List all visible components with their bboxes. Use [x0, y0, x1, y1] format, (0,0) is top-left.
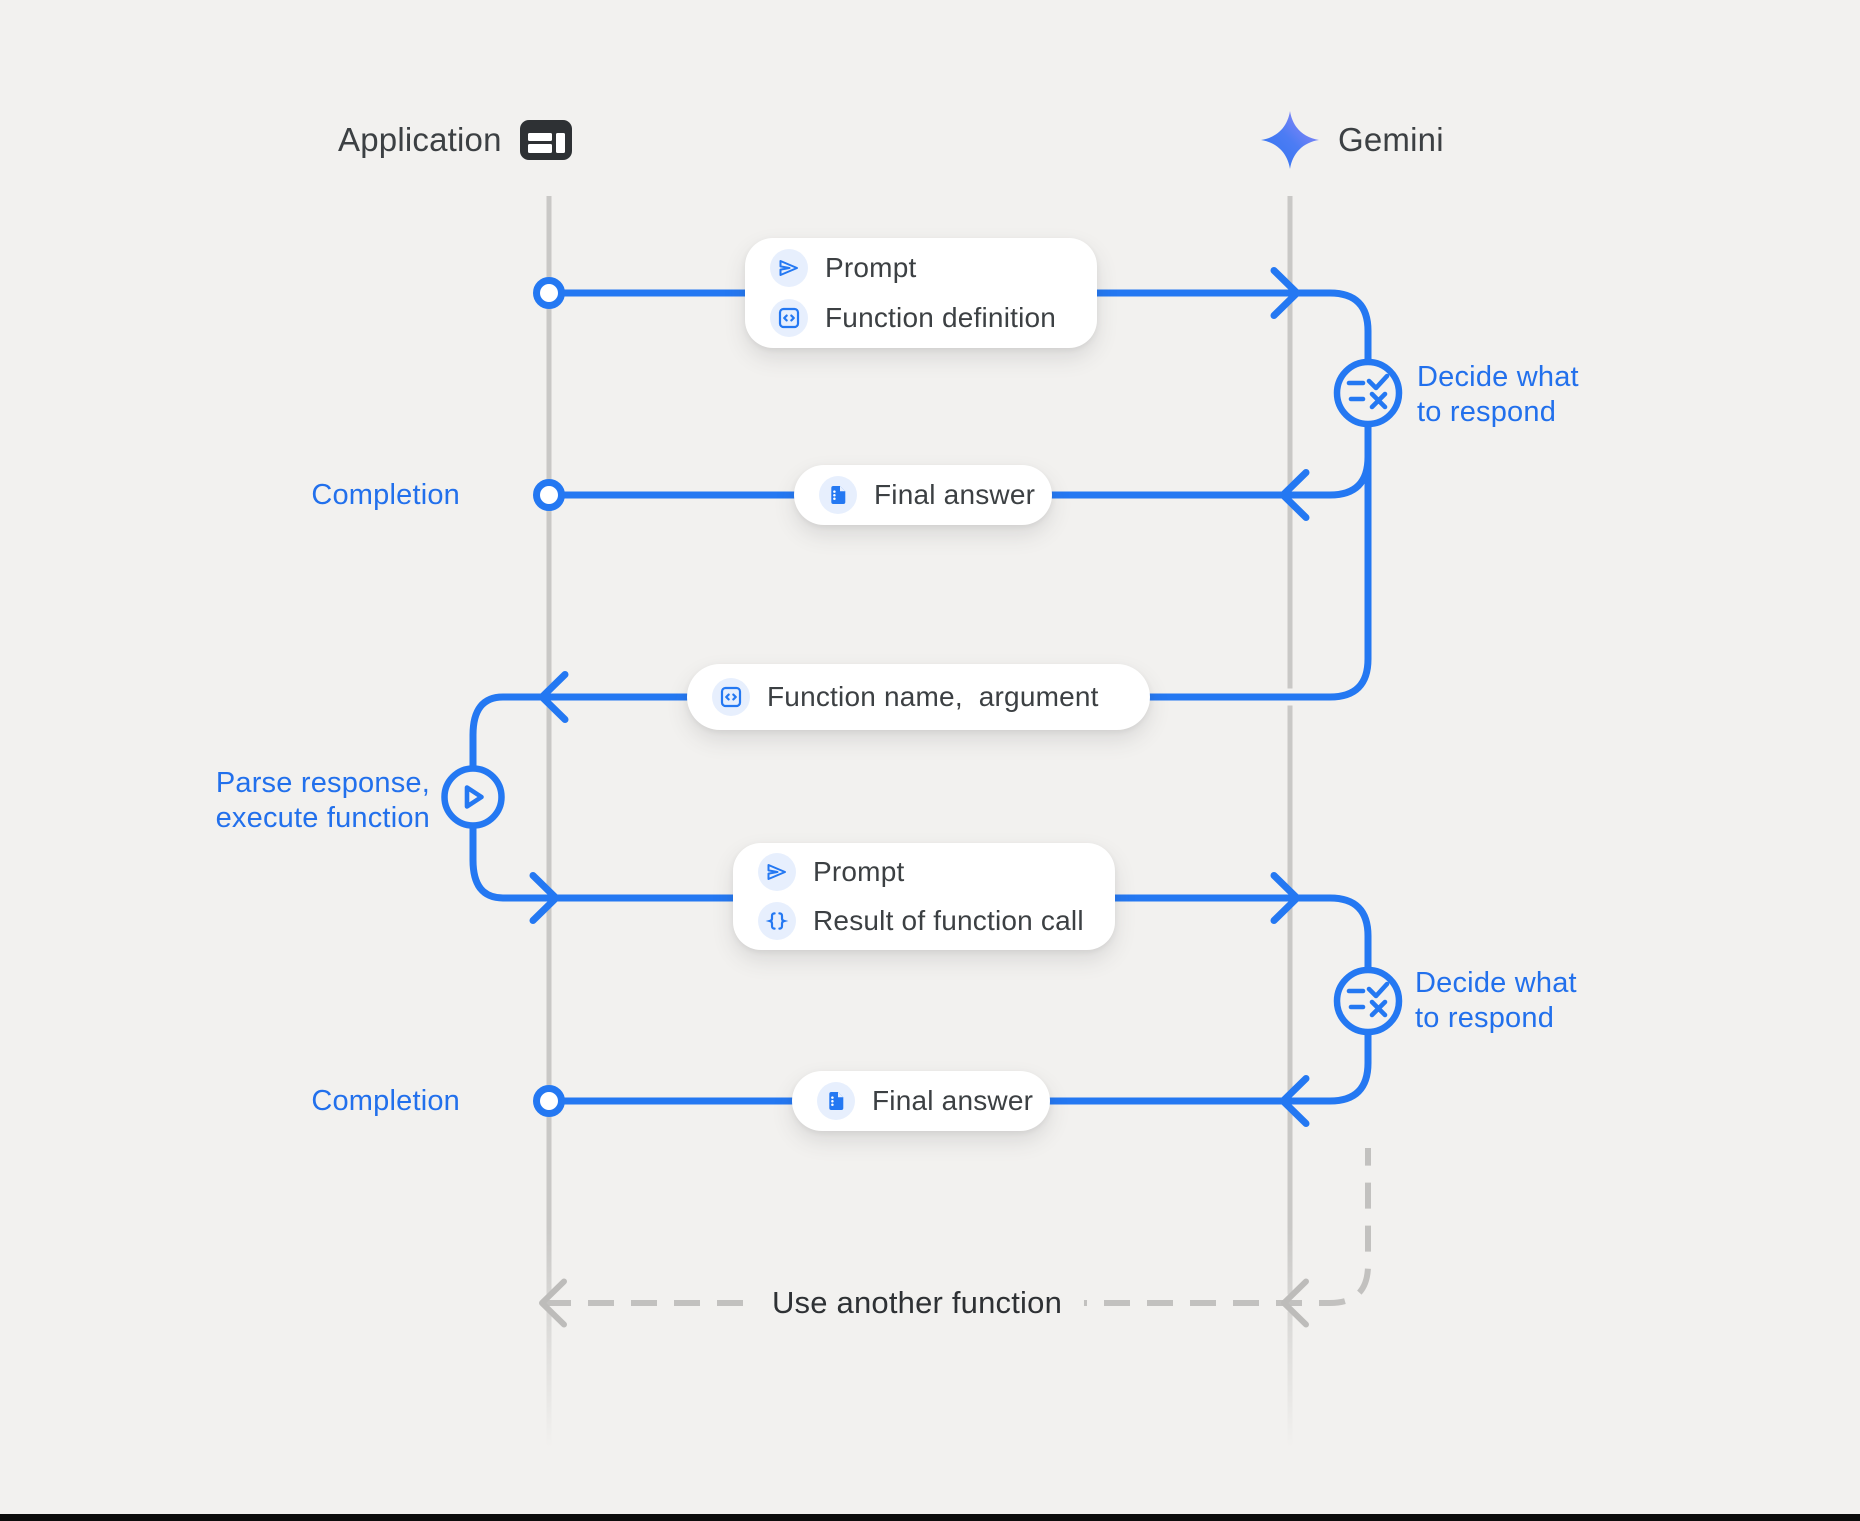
- decide-circle-2: [1333, 966, 1403, 1036]
- parse-label-line2: execute function: [215, 802, 430, 834]
- decide-label-line1: Decide what: [1417, 361, 1579, 393]
- card-row: Final answer: [817, 1082, 1033, 1120]
- arrowhead-use-another-app-icon: [539, 1278, 567, 1328]
- send-icon: [770, 249, 808, 288]
- card-label: Final answer: [874, 479, 1036, 510]
- code-box-icon: [712, 678, 750, 716]
- message-card-final-answer-2: Final answer: [792, 1071, 1050, 1131]
- arrowhead-result-from-app-icon: [529, 872, 560, 924]
- code-box-icon: [770, 298, 808, 337]
- card-row: Result of function call: [758, 901, 1084, 940]
- arrowhead-use-another-gemini-icon: [1281, 1278, 1309, 1328]
- decide-label-line2: to respond: [1415, 1002, 1555, 1034]
- send-icon: [758, 853, 796, 892]
- message-card-final-answer-1: Final answer: [794, 465, 1052, 525]
- completion-label-2: Completion: [311, 1085, 460, 1117]
- arrowhead-final-answer-1-icon: [1279, 469, 1310, 521]
- gemini-label: Gemini: [1338, 121, 1444, 158]
- node-completion-1: [533, 479, 565, 511]
- bottom-edge-bar: [0, 1514, 1860, 1521]
- card-label: Function name, argument: [767, 681, 1099, 712]
- use-another-function-dashed-line: [545, 1148, 1371, 1306]
- line-casings: [464, 284, 1377, 1312]
- arrowhead-result-to-gemini-icon: [1270, 872, 1301, 924]
- card-row: Prompt: [770, 249, 1063, 288]
- decide-label-line1: Decide what: [1415, 967, 1577, 999]
- braces-icon: [758, 901, 796, 940]
- decide-label-line2: to respond: [1417, 396, 1557, 428]
- arrowhead-function-name-to-app-icon: [538, 671, 569, 723]
- completion-label-1: Completion: [311, 479, 460, 511]
- node-completion-2: [533, 1085, 565, 1117]
- rule-icon: [1346, 373, 1390, 410]
- card-label: Result of function call: [813, 904, 1084, 936]
- application-window-icon: [519, 120, 572, 160]
- decide-label-2: Decide what to respond: [1415, 966, 1577, 1036]
- card-row: Function definition: [770, 298, 1063, 337]
- parse-label-line1: Parse response,: [215, 767, 430, 799]
- final-answer-1-line: [549, 456, 1372, 499]
- gemini-sparkle-icon: [1261, 111, 1319, 169]
- arrowhead-final-answer-2-icon: [1279, 1075, 1310, 1127]
- parse-execute-circle: [441, 765, 505, 829]
- message-card-function-name-argument: Function name, argument: [687, 664, 1150, 730]
- play-icon: [464, 785, 484, 809]
- decide-label-1: Decide what to respond: [1417, 360, 1579, 430]
- node-prompt-start: [533, 277, 565, 309]
- actor-application: Application: [338, 110, 572, 170]
- application-label: Application: [338, 121, 502, 158]
- use-another-function-label: Use another function: [749, 1285, 1085, 1321]
- card-row: Prompt: [758, 853, 1081, 892]
- parse-label: Parse response, execute function: [130, 766, 430, 836]
- rule-icon: [1346, 981, 1390, 1018]
- card-label: Final answer: [872, 1085, 1034, 1116]
- card-label: Function definition: [825, 301, 1057, 333]
- document-icon: [819, 476, 857, 514]
- document-icon: [817, 1082, 855, 1120]
- card-label: Prompt: [813, 856, 905, 888]
- message-card-prompt-result: Prompt Result of function call: [733, 843, 1115, 950]
- arrowhead-prompt-to-gemini-icon: [1270, 267, 1301, 319]
- card-row: Final answer: [819, 476, 1035, 514]
- card-label: Prompt: [825, 252, 917, 284]
- decide-circle-1: [1333, 358, 1403, 428]
- message-card-prompt-function-definition: Prompt Function definition: [745, 238, 1097, 348]
- card-row: Function name, argument: [712, 678, 1116, 716]
- actor-gemini: Gemini: [1260, 110, 1444, 170]
